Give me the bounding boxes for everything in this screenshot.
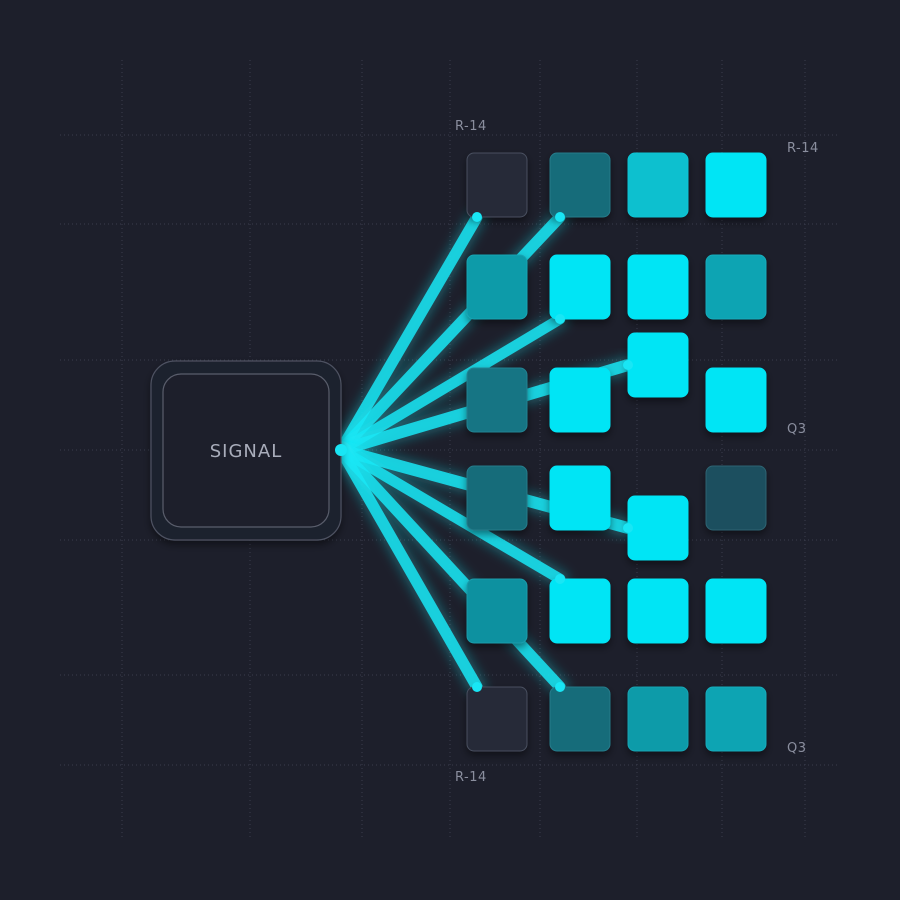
signal-node-inner-frame — [162, 373, 330, 528]
matrix-cell-r4c1[interactable] — [466, 465, 528, 531]
label-bottom-left: R-14 — [455, 770, 487, 785]
beam-endpoint-r1c2 — [555, 212, 565, 222]
matrix-cell-r1c1[interactable] — [466, 152, 528, 218]
matrix-cell-r1c4[interactable] — [705, 152, 767, 218]
connection-endpoints — [472, 212, 633, 692]
matrix-cell-r3c4[interactable] — [705, 367, 767, 433]
matrix-cell-r6c1[interactable] — [466, 686, 528, 752]
matrix-cell-r5c2[interactable] — [549, 578, 611, 644]
beam-endpoint-r2c2 — [555, 314, 565, 324]
label-mid-right: Q3 — [787, 422, 807, 437]
matrix-cell-r2c3[interactable] — [627, 254, 689, 320]
matrix-cell-r4c3[interactable] — [627, 495, 689, 561]
matrix-cell-r3c3[interactable] — [627, 332, 689, 398]
beam-endpoint-r3c3 — [623, 360, 633, 370]
label-bottom-right: Q3 — [787, 741, 807, 756]
beam-r5c2 — [335, 444, 566, 585]
matrix-cell-r6c2[interactable] — [549, 686, 611, 752]
beam-endpoint-r5c2 — [555, 574, 565, 584]
signal-node-label: SIGNAL — [210, 441, 283, 462]
matrix-cell-r3c2[interactable] — [549, 367, 611, 433]
matrix-cell-r5c1[interactable] — [466, 578, 528, 644]
label-top-right: R-14 — [787, 141, 819, 156]
matrix-cell-r2c4[interactable] — [705, 254, 767, 320]
signal-output-port[interactable] — [335, 444, 347, 456]
matrix-cell-r4c4[interactable] — [705, 465, 767, 531]
signal-node[interactable]: SIGNAL — [150, 360, 347, 541]
beam-r6c2 — [335, 444, 566, 693]
beam-endpoint-r4c3 — [623, 523, 633, 533]
matrix-cell-r5c3[interactable] — [627, 578, 689, 644]
beam-endpoint-r6c2 — [555, 682, 565, 692]
matrix-cell-r6c4[interactable] — [705, 686, 767, 752]
matrix-cell-r5c4[interactable] — [705, 578, 767, 644]
connection-beams — [331, 207, 638, 697]
beam-r2c2 — [335, 313, 566, 456]
matrix-cell-r3c1[interactable] — [466, 367, 528, 433]
matrix-cell-r2c2[interactable] — [549, 254, 611, 320]
matrix-cell-r1c2[interactable] — [549, 152, 611, 218]
matrix-cell-r6c3[interactable] — [627, 686, 689, 752]
beam-endpoint-r1c1 — [472, 212, 482, 222]
beam-endpoint-r6c1 — [472, 682, 482, 692]
matrix-cell-r4c2[interactable] — [549, 465, 611, 531]
annotation-labels: R-14 R-14 Q3 R-14 Q3 — [455, 119, 819, 785]
cell-matrix — [466, 152, 767, 752]
beam-r6c1 — [335, 444, 483, 693]
label-top-left: R-14 — [455, 119, 487, 134]
beam-r1c1 — [335, 211, 483, 456]
matrix-cell-r1c3[interactable] — [627, 152, 689, 218]
matrix-cell-r2c1[interactable] — [466, 254, 528, 320]
